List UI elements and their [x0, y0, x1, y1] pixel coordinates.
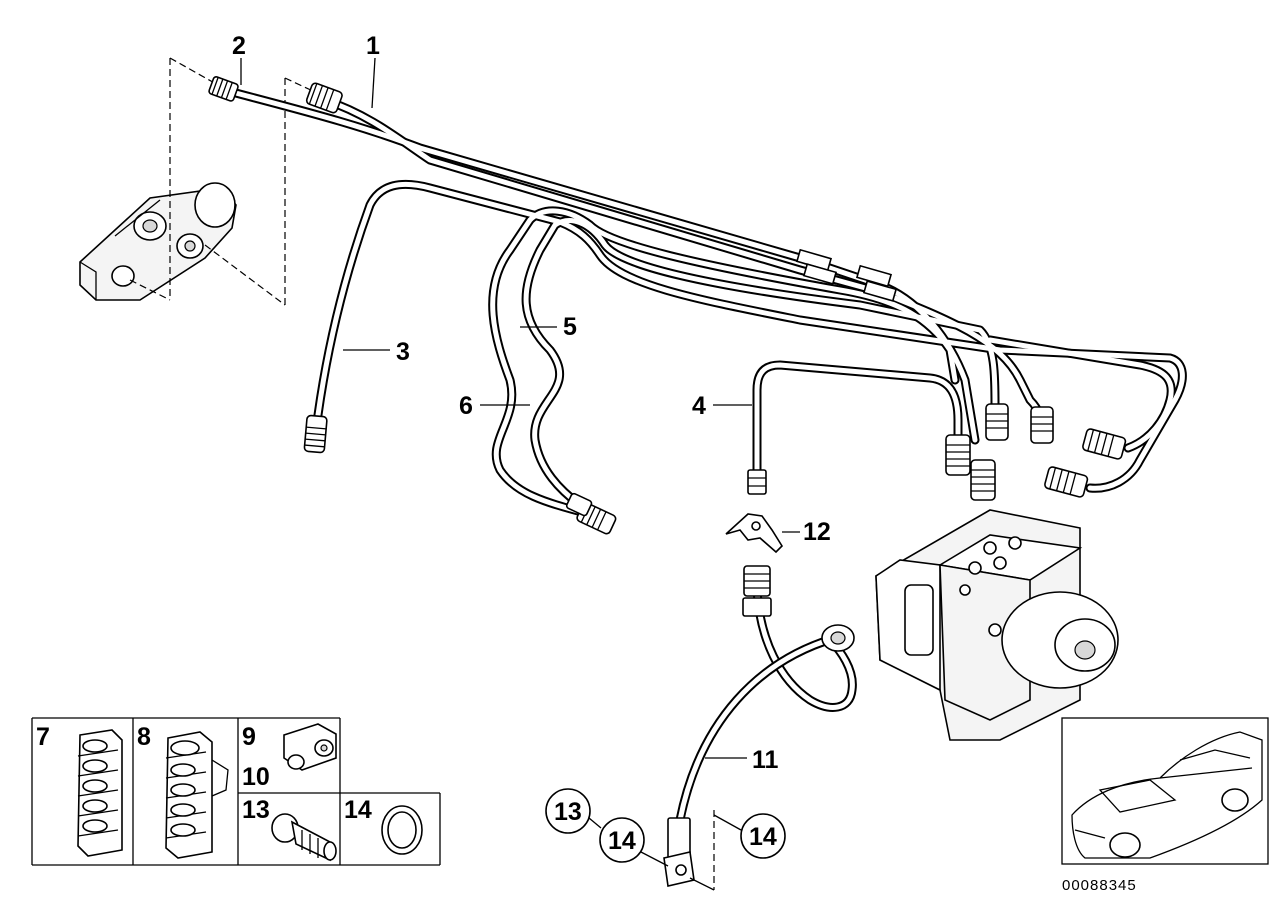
label-1: 1 — [366, 32, 380, 60]
car-thumbnail-icon — [1061, 717, 1269, 865]
reference-number: 00088345 — [1062, 877, 1137, 894]
seal-ring-icon — [381, 805, 423, 855]
label-12: 12 — [803, 518, 831, 546]
label-2: 2 — [232, 32, 246, 60]
label-circle-13: 13 — [554, 798, 582, 826]
pipe-fittings — [208, 76, 1127, 535]
label-circle-14a: 14 — [608, 827, 636, 855]
pipe-clip-icon — [77, 729, 123, 857]
abs-unit-icon — [875, 509, 1119, 741]
pipe-bracket-icon — [725, 513, 784, 554]
label-5: 5 — [563, 313, 577, 341]
hose-icon — [663, 565, 857, 887]
label-circle-14b: 14 — [749, 823, 777, 851]
legend-10: 10 — [242, 763, 270, 791]
pipe-connector-icon — [283, 723, 337, 771]
master-cylinder-icon — [79, 182, 237, 301]
circle-14a — [599, 817, 645, 863]
callouts: 2 1 3 5 6 4 12 11 13 14 14 — [232, 32, 831, 867]
legend-13: 13 — [242, 796, 270, 824]
label-11: 11 — [752, 746, 779, 774]
brake-pipe-group — [227, 87, 1187, 525]
label-4: 4 — [692, 392, 706, 420]
circle-13 — [545, 788, 591, 834]
legend-14: 14 — [344, 796, 372, 824]
legend-8: 8 — [137, 723, 151, 751]
banjo-bolt-icon — [271, 813, 337, 862]
legend-9: 9 — [242, 723, 256, 751]
circle-14b — [740, 813, 786, 859]
label-3: 3 — [396, 338, 410, 366]
label-6: 6 — [459, 392, 473, 420]
parts-legend-table: 7 8 9 10 13 14 — [31, 717, 441, 866]
legend-7: 7 — [36, 723, 50, 751]
pipe-clip-bracket-icon — [165, 731, 229, 859]
